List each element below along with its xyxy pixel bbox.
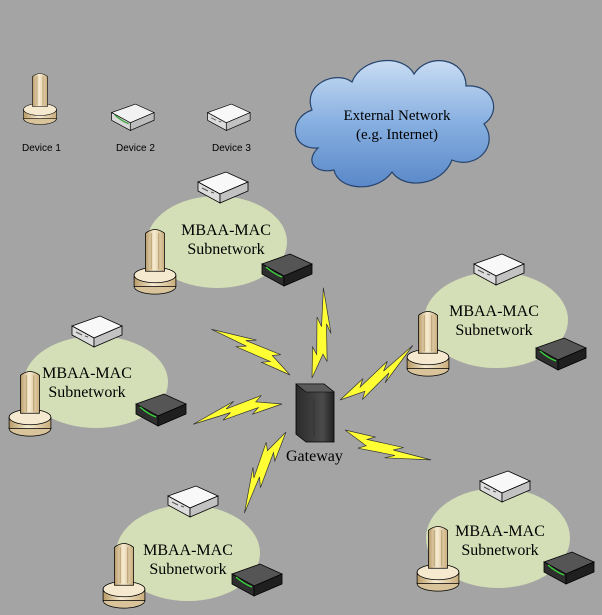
subnet-label-line1: MBAA-MAC [42,365,132,382]
link-to-subnet-left [191,393,284,425]
subnet-label-line2: Subnetwork [455,322,533,339]
cloud-label-line2: (e.g. Internet) [355,127,439,143]
legend-device1-icon [23,73,57,125]
subnet-label: MBAA-MAC Subnetwork [128,541,248,579]
cloud-label: External Network (e.g. Internet) [312,107,482,145]
subnet-label-line2: Subnetwork [48,384,126,401]
subnet-left-area [24,336,168,428]
legend-device3-icon [207,103,251,131]
subnet-label-line2: Subnetwork [461,542,539,559]
gateway-label: Gateway [286,448,343,465]
cloud-label-line1: External Network [343,108,451,124]
subnet-bottom-right-area [426,488,570,588]
subnet-label-line1: MBAA-MAC [449,303,539,320]
legend-device2-label: Device 2 [116,143,155,154]
external-network-cloud [294,60,495,188]
link-to-subnet-bottom-left [224,425,298,514]
subnet-label: MBAA-MAC Subnetwork [440,522,560,560]
subnet-right-area [424,272,568,368]
subnet-label: MBAA-MAC Subnetwork [166,221,286,259]
subnet-label: MBAA-MAC Subnetwork [434,302,554,340]
subnet-label: MBAA-MAC Subnetwork [27,364,147,402]
legend-device2-icon [111,103,155,132]
subnet-top-left-area [147,196,287,288]
subnet-bottom-left-area [116,505,260,601]
legend-device1-label: Device 1 [22,143,61,154]
subnet-label-line1: MBAA-MAC [455,523,545,540]
link-to-subnet-bottom-right [339,417,432,482]
subnet-label-line1: MBAA-MAC [143,542,233,559]
subnet-label-line2: Subnetwork [187,241,265,258]
legend-device3-label: Device 3 [212,143,251,154]
link-to-cloud [298,287,347,382]
subnet-label-line1: MBAA-MAC [181,222,271,239]
link-to-subnet-top-left [210,310,297,387]
gateway-device [295,383,335,443]
subnet-label-line2: Subnetwork [149,561,227,578]
